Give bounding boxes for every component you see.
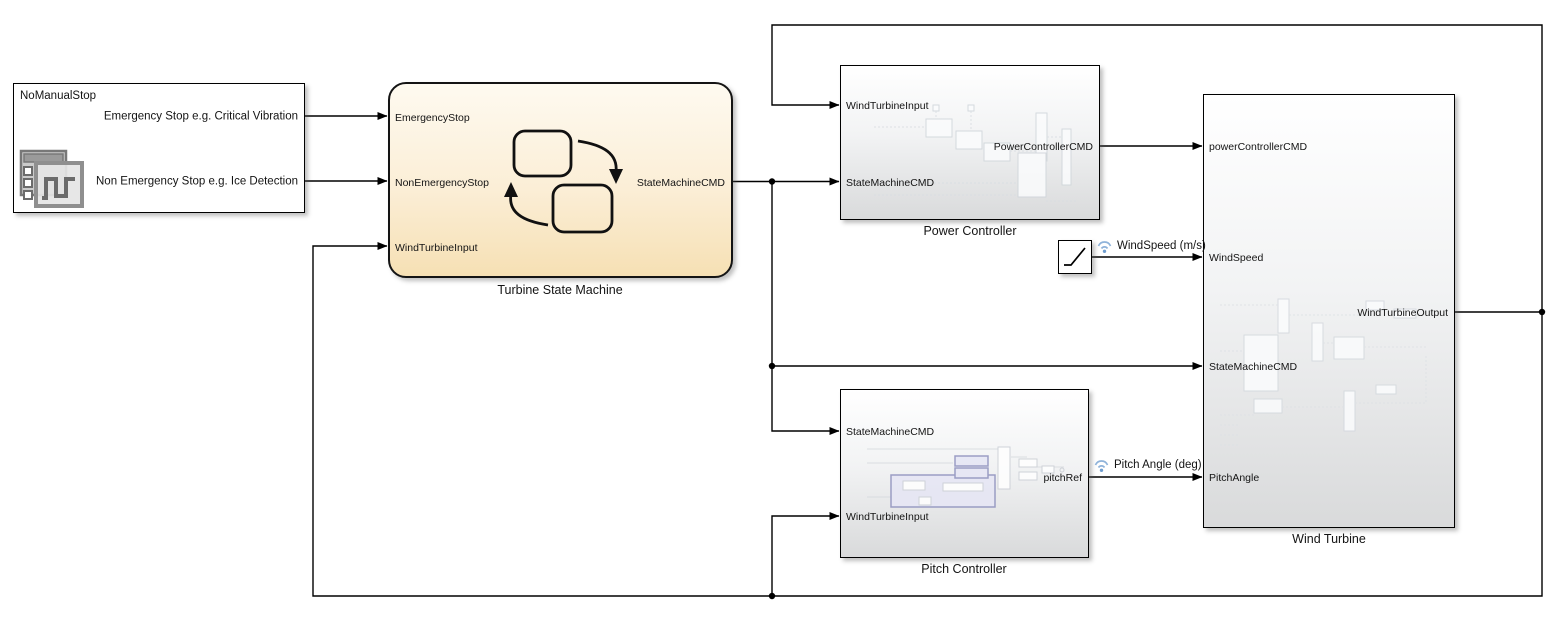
wind-turbine-input-powercontrollercmd-label: powerControllerCMD [1209, 140, 1308, 153]
pitch-angle-signal-label[interactable]: Pitch Angle (deg) [1114, 459, 1202, 471]
wire-feedback-bottom-to-state-machine[interactable] [312, 242, 1543, 597]
windspeed-signal-label[interactable]: WindSpeed (m/s) [1117, 240, 1206, 252]
windspeed-source-block[interactable] [1058, 240, 1092, 274]
signal-editor-output-1-label: Emergency Stop e.g. Critical Vibration [103, 110, 298, 123]
turbine-state-machine-block[interactable]: EmergencyStop NonEmergencyStop WindTurbi… [388, 82, 733, 278]
stateflow-chart-icon [504, 129, 623, 234]
tsm-output-statemachinecmd-label: StateMachineCMD [636, 176, 725, 189]
wire-feedback-top-to-power-controller[interactable] [771, 24, 1543, 312]
turbine-state-machine-caption[interactable]: Turbine State Machine [497, 283, 623, 297]
signal-editor-block[interactable]: NoManualStop Emergency Stop e.g. Critica… [13, 83, 305, 213]
power-controller-input-windturbineinput-label: WindTurbineInput [846, 99, 929, 112]
pitch-controller-output-pitchref-label: pitchRef [1043, 471, 1082, 484]
pitch-controller-input-windturbineinput-label: WindTurbineInput [846, 510, 929, 523]
pitch-controller-caption[interactable]: Pitch Controller [921, 562, 1007, 576]
pitch-controller-block[interactable]: StateMachineCMD WindTurbineInput pitchRe… [840, 389, 1089, 558]
power-controller-caption[interactable]: Power Controller [923, 224, 1017, 238]
wind-turbine-preview [1220, 298, 1427, 446]
pitch-angle-logging-badge-icon[interactable] [1093, 458, 1110, 473]
tsm-input-emergencystop-label: EmergencyStop [395, 111, 470, 124]
tsm-input-nonemergencystop-label: NonEmergencyStop [395, 176, 489, 189]
pitch-controller-input-statemachinecmd-label: StateMachineCMD [846, 425, 935, 438]
wind-turbine-block[interactable]: powerControllerCMD WindSpeed StateMachin… [1203, 94, 1455, 528]
pitch-controller-preview [867, 446, 1065, 508]
signal-editor-icon [19, 149, 84, 208]
power-controller-block[interactable]: WindTurbineInput StateMachineCMD PowerCo… [840, 65, 1100, 220]
wire-feedback-to-pitch-controller[interactable] [771, 512, 840, 596]
power-controller-output-powercontrollercmd-label: PowerControllerCMD [993, 140, 1093, 153]
tsm-input-windturbineinput-label: WindTurbineInput [395, 241, 478, 254]
wire-statemachinecmd-to-pitch-controller[interactable] [771, 366, 840, 435]
wind-turbine-input-windspeed-label: WindSpeed [1209, 251, 1264, 264]
power-controller-preview [874, 104, 1078, 202]
signal-editor-title: NoManualStop [20, 90, 97, 102]
power-controller-input-statemachinecmd-label: StateMachineCMD [846, 176, 935, 189]
wind-turbine-input-statemachinecmd-label: StateMachineCMD [1209, 360, 1298, 373]
wind-turbine-caption[interactable]: Wind Turbine [1292, 532, 1366, 546]
windspeed-logging-badge-icon[interactable] [1096, 239, 1113, 254]
wind-turbine-output-windturbineoutput-label: WindTurbineOutput [1357, 306, 1448, 319]
wind-turbine-input-pitchangle-label: PitchAngle [1209, 471, 1260, 484]
ramp-icon [1064, 247, 1086, 266]
signal-editor-output-2-label: Non Emergency Stop e.g. Ice Detection [96, 175, 298, 188]
